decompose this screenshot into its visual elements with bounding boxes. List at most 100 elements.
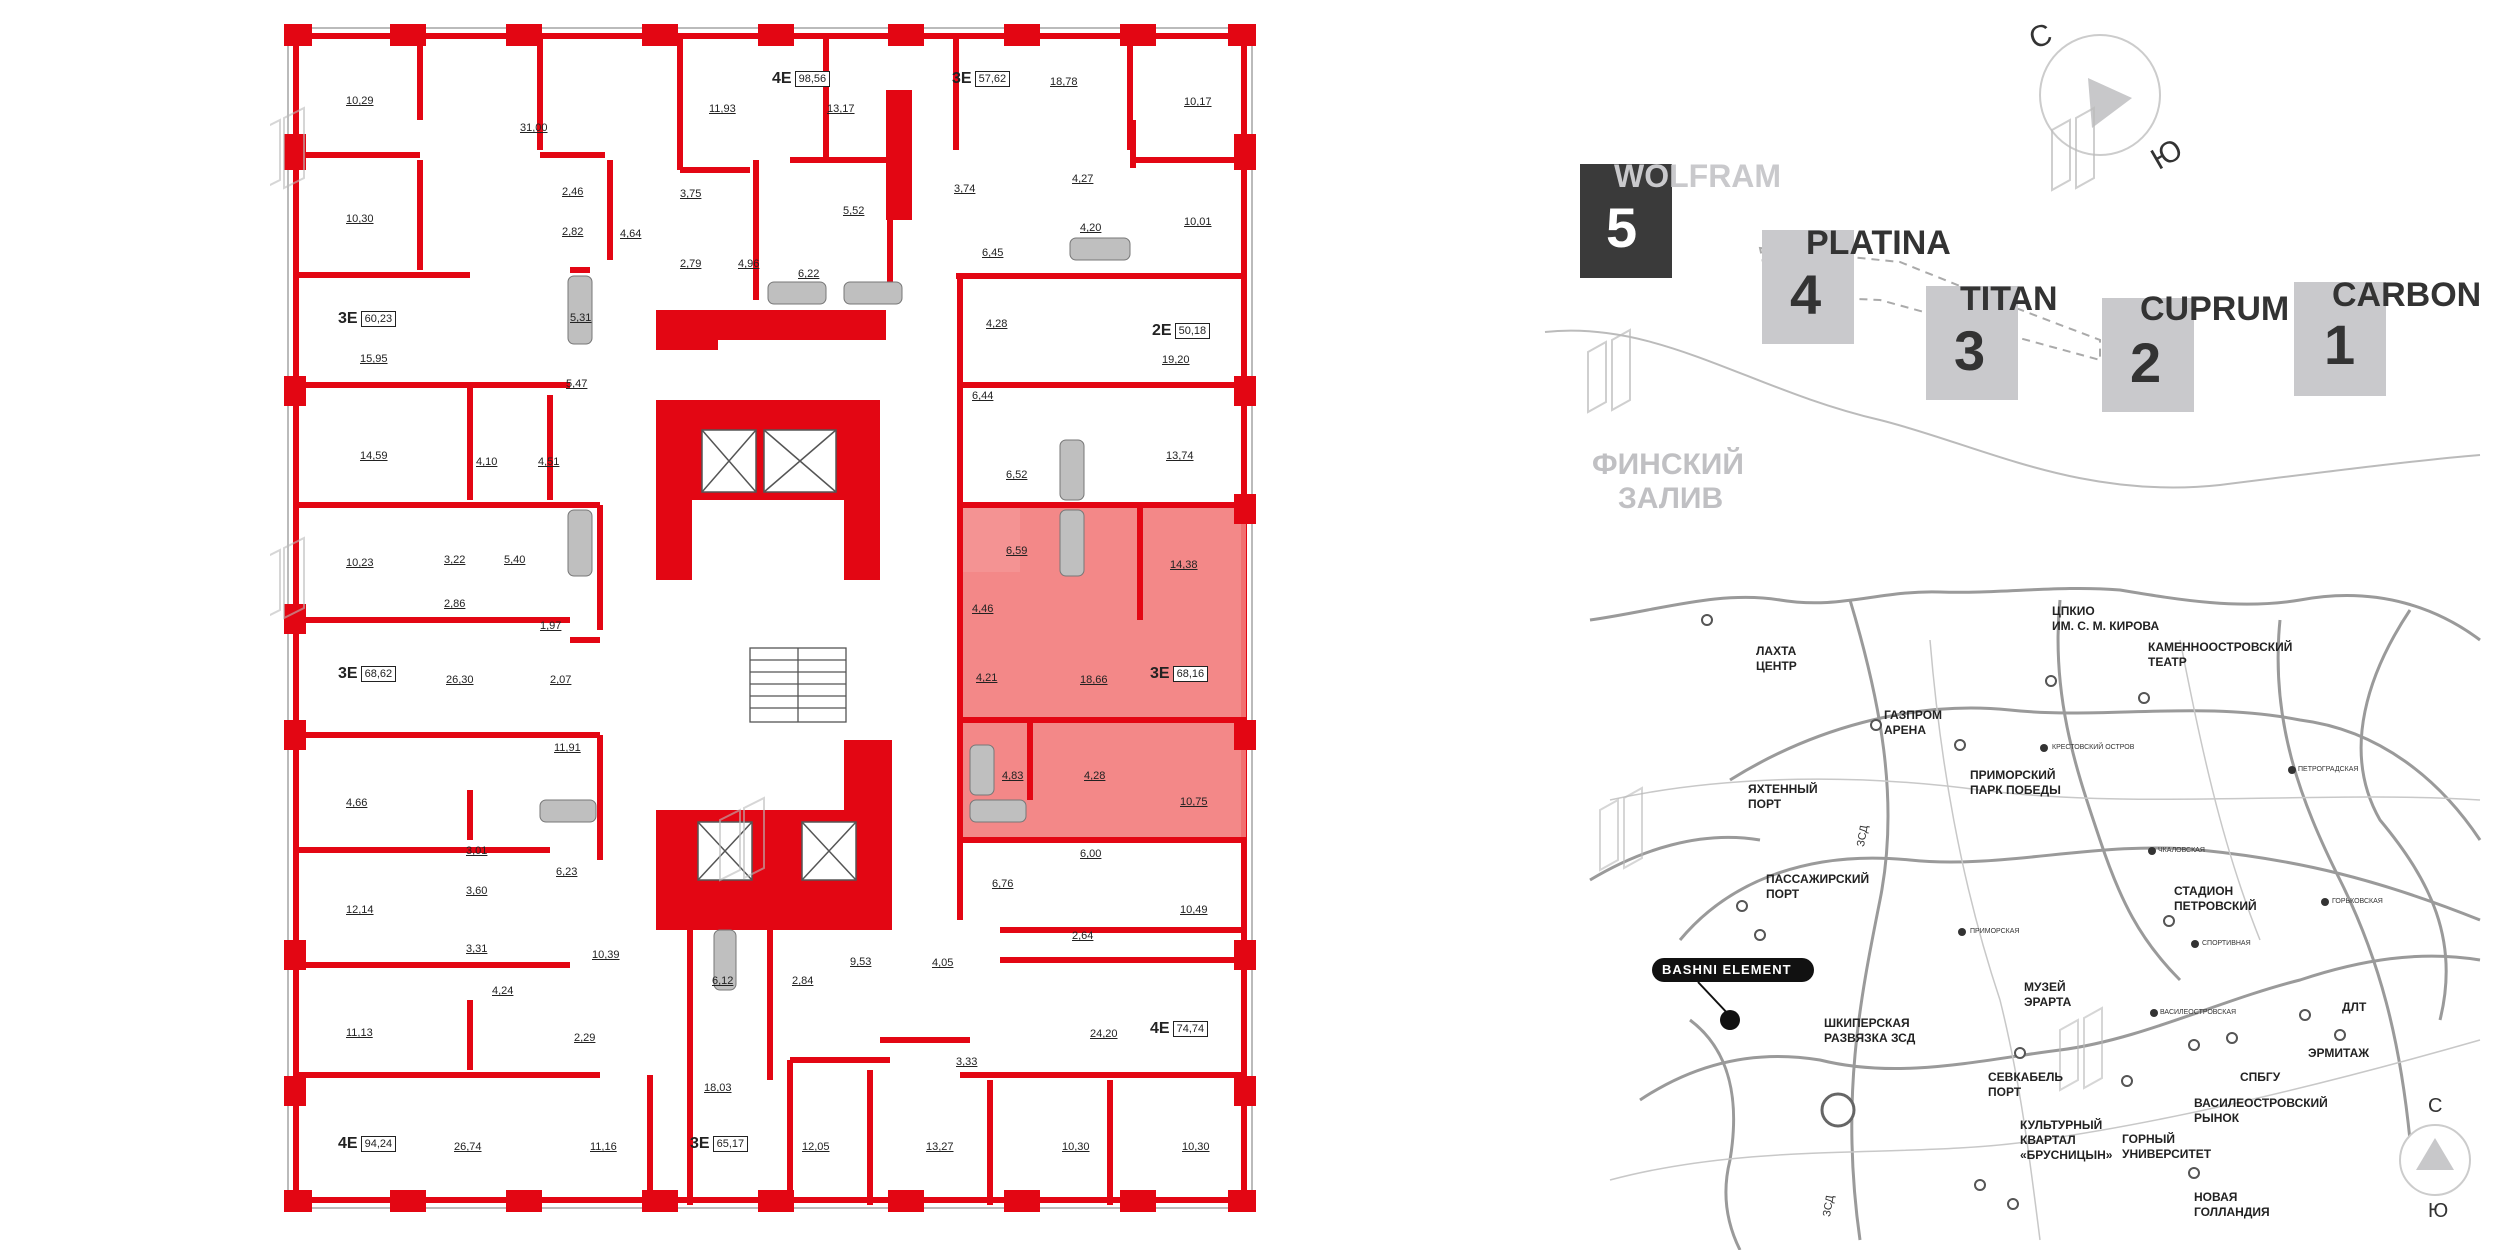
room-area: 12,14: [346, 904, 374, 916]
project-marker[interactable]: [1720, 1010, 1740, 1030]
room-area: 4,10: [476, 456, 498, 468]
building-carbon-block[interactable]: [2294, 282, 2386, 396]
building-5-name: WOLFRAM: [1614, 158, 1782, 194]
room-area: 5,31: [570, 312, 592, 324]
map-place-line: ЦЕНТР: [1756, 659, 1797, 673]
buildings-scheme: [1544, 34, 2481, 489]
apartment-type: 4E: [772, 70, 792, 87]
metro-label: СПОРТИВНАЯ: [2202, 940, 2251, 947]
building-4-name: PLATINA: [1806, 224, 1951, 262]
room-area: 13,17: [827, 103, 855, 115]
room-area: 2,29: [574, 1032, 596, 1044]
map-place-line: ИМ. С. М. КИРОВА: [2052, 619, 2160, 633]
metro-label: ПЕТРОГРАДСКАЯ: [2298, 766, 2359, 773]
map-place-line: СПБГУ: [2240, 1070, 2281, 1084]
room-area: 10,01: [1184, 216, 1212, 228]
map-place-line: ВАСИЛЕОСТРОВСКИЙ: [2194, 1096, 2328, 1110]
room-area: 3,60: [466, 885, 488, 897]
map-place-line: КУЛЬТУРНЫЙ: [2020, 1118, 2103, 1132]
room-area: 11,91: [554, 742, 581, 754]
room-area: 3,22: [444, 554, 466, 566]
map-place-line: НОВАЯ: [2194, 1190, 2238, 1204]
project-label[interactable]: BASHNI ELEMENT: [1662, 962, 1792, 977]
apartment-type: 3E: [338, 665, 358, 682]
building-platina-block[interactable]: [1762, 230, 1854, 344]
room-area: 4,28: [1084, 770, 1106, 782]
map-place-label[interactable]: ЭРМИТАЖ: [2308, 1046, 2369, 1061]
apartment-area: 74,74: [1172, 1021, 1209, 1037]
room-area: 2,46: [562, 186, 584, 198]
map-place-line: ШКИПЕРСКАЯ: [1824, 1016, 1910, 1030]
map-place-label[interactable]: ДЛТ: [2342, 1000, 2366, 1015]
building-cuprum-block[interactable]: [2102, 298, 2194, 412]
apartment-area: 65,17: [712, 1136, 749, 1152]
room-area: 4,96: [738, 258, 760, 270]
room-area: 6,44: [972, 390, 994, 402]
map-place-line: АРЕНА: [1884, 723, 1927, 737]
map-place-line: ТЕАТР: [2148, 655, 2187, 669]
room-area: 19,20: [1162, 354, 1190, 366]
building-titan-block[interactable]: [1926, 286, 2018, 400]
room-area: 10,29: [346, 95, 374, 107]
building-1-name: CARBON: [2332, 276, 2482, 314]
building-1-number: 1: [2324, 313, 2356, 376]
building-4-number: 4: [1790, 263, 1822, 326]
room-area: 4,83: [1002, 770, 1024, 782]
map-place-line: ПРИМОРСКИЙ: [1970, 768, 2056, 782]
room-area: 26,74: [454, 1141, 482, 1153]
map-place-line: СТАДИОН: [2174, 884, 2234, 898]
room-area: 31,00: [520, 122, 548, 134]
room-area: 11,13: [346, 1027, 373, 1039]
apartment-type: 3E: [1150, 665, 1170, 682]
room-area: 11,16: [590, 1141, 617, 1153]
building-3-name: TITAN: [1960, 280, 2058, 318]
map-place-line: КВАРТАЛ: [2020, 1133, 2076, 1147]
project-label-box[interactable]: [1652, 958, 1814, 982]
map-place-line: ЭРМИТАЖ: [2308, 1046, 2370, 1060]
room-area: 2,82: [562, 226, 584, 238]
map-place-label[interactable]: СПБГУ: [2240, 1070, 2280, 1085]
room-area: 6,23: [556, 866, 578, 878]
room-area: 11,93: [709, 103, 736, 115]
apartment-type: 3E: [952, 70, 972, 87]
room-area: 4,46: [972, 603, 994, 615]
room-area: 3,31: [466, 943, 488, 955]
room-area: 12,05: [802, 1141, 830, 1153]
apartment-area: 68,62: [360, 666, 397, 682]
map-place-line: ПЕТРОВСКИЙ: [2174, 899, 2257, 913]
apartment-type: 3E: [690, 1135, 710, 1152]
room-area: 4,51: [538, 456, 560, 468]
apartment-area: 57,62: [974, 71, 1011, 87]
building-wolfram-block[interactable]: [1580, 164, 1672, 278]
room-area: 10,75: [1180, 796, 1208, 808]
room-area: 24,20: [1090, 1028, 1118, 1040]
room-area: 10,30: [1062, 1141, 1090, 1153]
map-compass-south: Ю: [2428, 1200, 2449, 1222]
room-area: 5,52: [843, 205, 865, 217]
map-place-line: ЦПКИО: [2052, 604, 2095, 618]
